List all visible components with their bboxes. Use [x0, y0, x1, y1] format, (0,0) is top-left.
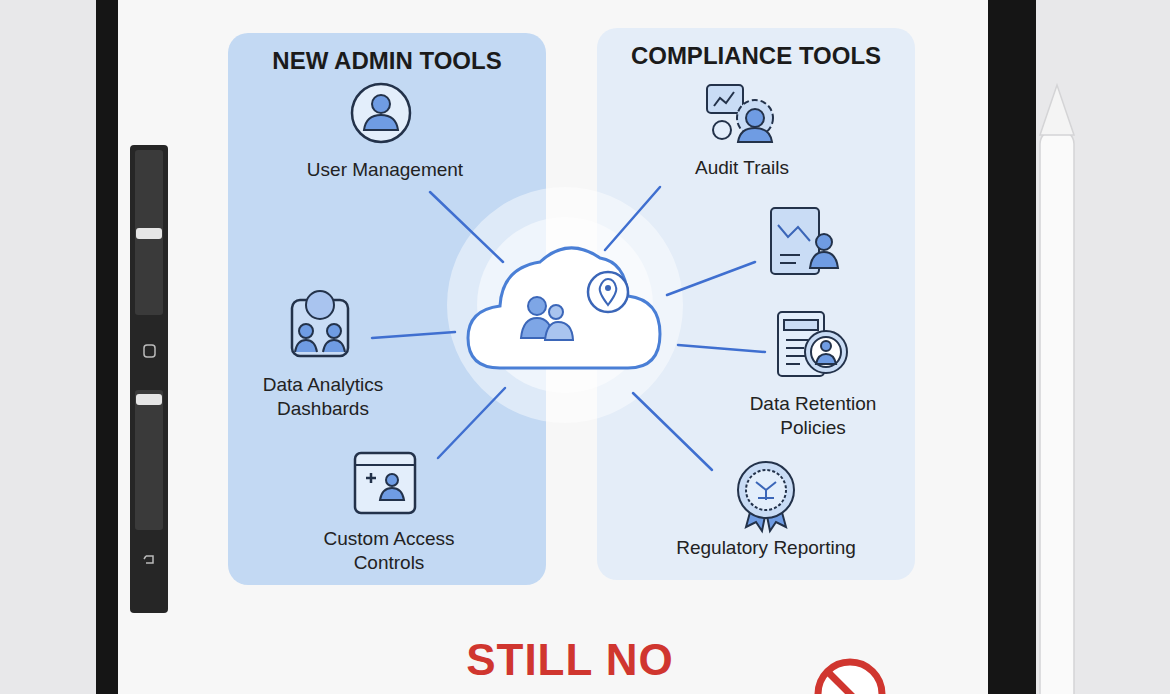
- tool-item: Audit Trails: [672, 156, 812, 180]
- item-label: Regulatory Reporting: [651, 536, 881, 560]
- audit-icon: [707, 85, 773, 142]
- slider-track: [135, 150, 163, 315]
- prohibition-sign: [818, 662, 882, 694]
- analytics-icon: [292, 291, 348, 356]
- tool-item: Data Retention Policies: [733, 392, 893, 440]
- pencil-tip: [1040, 85, 1074, 135]
- admin-panel: NEW ADMIN TOOLS User ManagementData Analy…: [228, 33, 546, 585]
- compliance-panel: COMPLIANCE TOOLS Audit TrailsData Retenti…: [597, 28, 915, 580]
- item-label: User Management: [285, 158, 485, 182]
- pencil: [1040, 130, 1074, 694]
- tablet-frame: [96, 0, 1036, 694]
- spoke-lines: [372, 187, 765, 470]
- user-icon: [352, 84, 410, 142]
- tool-item: Data Analytics Dashbards: [248, 373, 398, 421]
- side-strip: [130, 145, 168, 613]
- access-icon: [355, 453, 415, 513]
- location-pin: [588, 272, 628, 312]
- item-label: Data Analytics Dashbards: [248, 373, 398, 421]
- tool-item: Custom Access Controls: [309, 527, 469, 575]
- badge-icon: [738, 462, 794, 531]
- item-label: Data Retention Policies: [733, 392, 893, 440]
- tool-item: Regulatory Reporting: [651, 536, 881, 560]
- warning-text: STILL NO: [466, 635, 674, 685]
- document-icon: [771, 208, 838, 274]
- panel-heading: COMPLIANCE TOOLS: [597, 42, 915, 70]
- retention-icon: [778, 312, 847, 376]
- back-button: [144, 556, 153, 563]
- cloud-glow: [447, 187, 683, 423]
- home-button: [144, 345, 155, 357]
- slider-knob: [136, 228, 162, 239]
- slider-track: [135, 390, 163, 530]
- tool-item: User Management: [285, 158, 485, 182]
- tablet-screen: [118, 0, 988, 694]
- slider-knob: [136, 394, 162, 405]
- item-label: Custom Access Controls: [309, 527, 469, 575]
- cloud-icon: [468, 248, 660, 368]
- person-icon: [528, 297, 546, 315]
- item-label: Audit Trails: [672, 156, 812, 180]
- panel-heading: NEW ADMIN TOOLS: [228, 47, 546, 75]
